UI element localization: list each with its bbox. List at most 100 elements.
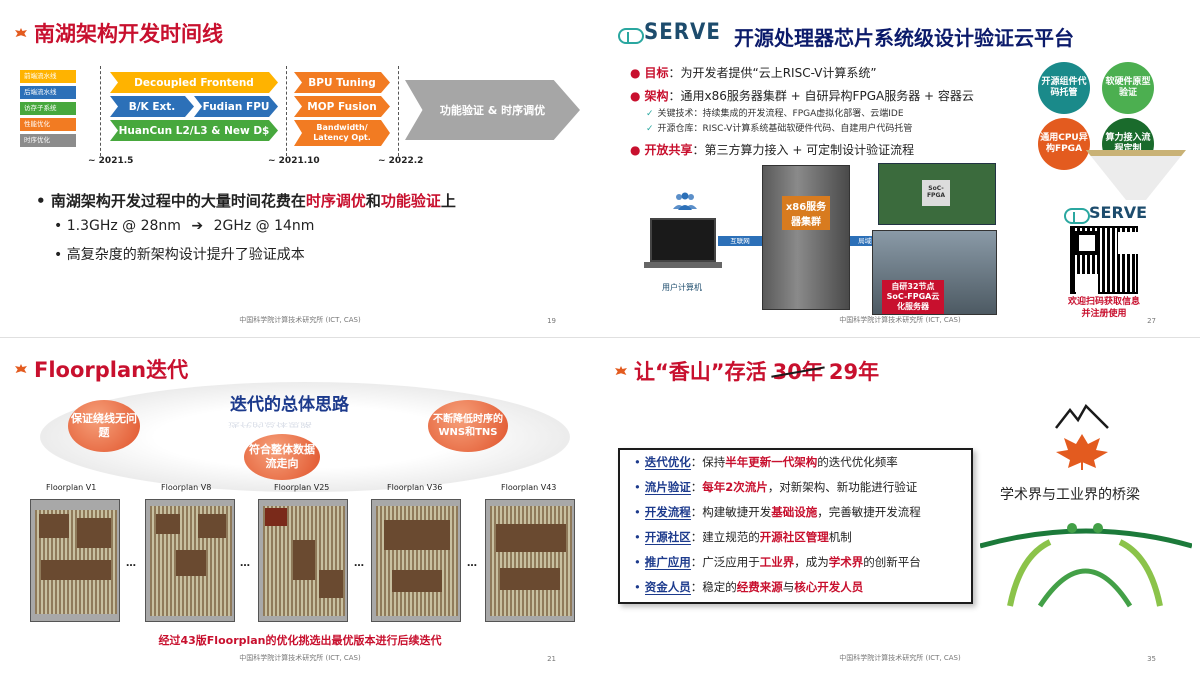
row-devflow-key: 开发流程 — [644, 505, 691, 520]
fpga-server-label: 自研32节点SoC-FPGA云化服务器 — [882, 280, 944, 314]
bullet-arch: ●架构：通用x86服务器集群 + 自研异构FPGA服务器 + 容器云 — [630, 89, 974, 103]
slide4-title: 让“香山”存活 30年 29年 — [614, 356, 879, 386]
legend-backend: 后端流水线 — [20, 86, 76, 99]
iteration-center-reflection: 迭代的总体思路 — [228, 420, 313, 428]
floorplan-caption: 经过43版Floorplan的优化挑选出最优版本进行后续迭代 — [158, 634, 442, 647]
slide4-title-pre: 让“香山”存活 — [634, 360, 767, 384]
slide2-title: 开源处理器芯片系统级设计验证云平台 — [734, 26, 1074, 50]
x86-rack-image — [762, 165, 850, 310]
bridge-caption: 学术界与工业界的桥梁 — [1000, 487, 1140, 503]
timeline-legend: 前端流水线 后端流水线 访存子系统 性能优化 时序优化 — [20, 70, 76, 147]
arrow-bk-ext: B/K Ext. — [110, 96, 194, 117]
fpga-board-image — [878, 163, 996, 225]
milestone-line-3 — [398, 66, 399, 156]
laptop-base — [644, 262, 722, 268]
row-tapeout-pre: ： — [690, 480, 703, 494]
circle-cpu-fpga: 通用CPU异构FPGA — [1038, 118, 1090, 170]
legend-performance: 性能优化 — [20, 118, 76, 131]
row-iteration: •迭代优化：保持半年更新一代架构的迭代优化频率 — [634, 455, 898, 470]
row-funding-hl: 经费来源 — [736, 580, 783, 594]
arch-key: 架构 — [644, 89, 669, 103]
circle-prototype: 软硬件原型验证 — [1102, 62, 1154, 114]
ellipsis-4: … — [467, 558, 477, 569]
fp-label-v1: Floorplan V1 — [46, 483, 97, 492]
slide4-title-struck: 30年 — [773, 356, 823, 386]
freq-right: 2GHz @ 14nm — [213, 218, 315, 234]
divider-vertical — [600, 0, 601, 675]
slide4-footer: 中国科学院计算技术研究所 (ICT, CAS) — [839, 654, 961, 662]
user-computer-label: 用户计算机 — [662, 283, 702, 292]
row-adoption-post2: 的创新平台 — [863, 555, 921, 569]
fp-label-v36: Floorplan V36 — [387, 483, 443, 492]
row-community: •开源社区：建立规范的开源社区管理机制 — [634, 530, 852, 545]
row-community-post: 机制 — [828, 530, 852, 544]
legend-frontend: 前端流水线 — [20, 70, 76, 83]
slide4-page-number: 35 — [1147, 655, 1156, 663]
row-iteration-key: 迭代优化 — [644, 455, 691, 470]
slide-timeline: 南湖架构开发时间线 前端流水线 后端流水线 访存子系统 性能优化 时序优化 De… — [0, 0, 600, 337]
laptop-icon — [650, 218, 716, 262]
milestone-line-1 — [100, 66, 101, 156]
cloud-icon-small — [1064, 204, 1090, 224]
arch-value: ：通用x86服务器集群 + 自研异构FPGA服务器 + 容器云 — [668, 89, 974, 103]
circle-code-hosting: 开源组件代码托管 — [1038, 62, 1090, 114]
row-devflow: •开发流程：构建敏捷开发基础设施，完善敏捷开发流程 — [634, 505, 921, 520]
row-community-hl: 开源社区管理 — [759, 530, 829, 544]
row-adoption-post: ，成为 — [794, 555, 829, 569]
floorplan-v25 — [258, 499, 348, 622]
bubble-dataflow: 符合整体数据流走向 — [244, 434, 320, 480]
bullet-share: ●开放共享：第三方算力接入 + 可定制设计验证流程 — [630, 143, 915, 157]
row-devflow-pre: ：构建敏捷开发 — [690, 505, 772, 519]
floorplan-v1 — [30, 499, 120, 622]
row-tapeout-key: 流片验证 — [644, 480, 691, 495]
qr-code[interactable] — [1070, 226, 1138, 294]
legend-timing: 时序优化 — [20, 134, 76, 147]
fp-label-v43: Floorplan V43 — [501, 483, 557, 492]
row-funding-hl2: 核心开发人员 — [794, 580, 864, 594]
floorplan-v36 — [371, 499, 461, 622]
row-tapeout-hl: 每年2次流片 — [702, 480, 768, 494]
bullet-main-k2: 功能验证 — [380, 192, 441, 210]
slide3-title: Floorplan迭代 — [14, 354, 188, 384]
funnel-graphic — [1086, 150, 1186, 200]
bullet-sub-cost: • 高复杂度的新架构设计提升了验证成本 — [54, 247, 305, 263]
bullet-main-k1: 时序调优 — [305, 192, 366, 210]
users-icon — [673, 192, 697, 210]
ellipsis-3: … — [354, 558, 364, 569]
arrow-bandwidth-line2: Latency Opt. — [313, 133, 371, 142]
sub-repo-text: 开源仓库：RISC-V计算系统基础软硬件代码、自建用户代码托管 — [657, 124, 913, 134]
slide1-page-number: 19 — [547, 317, 556, 325]
row-funding: •资金人员：稳定的经费来源与核心开发人员 — [634, 580, 864, 595]
ict-leaf-icon — [614, 364, 628, 378]
slide2-footer: 中国科学院计算技术研究所 (ICT, CAS) — [839, 316, 961, 324]
bullet-main-mid: 和 — [365, 192, 381, 210]
goal-key: 目标 — [644, 66, 669, 80]
row-iteration-pre: ：保持 — [690, 455, 726, 469]
row-adoption-hl2: 学术界 — [828, 555, 864, 569]
legend-memory: 访存子系统 — [20, 102, 76, 115]
iteration-center-title: 迭代的总体思路 — [230, 395, 349, 415]
row-community-key: 开源社区 — [644, 530, 691, 545]
row-community-pre: ：建立规范的 — [690, 530, 760, 544]
bullet-main-pre: 南湖架构开发过程中的大量时间花费在 — [50, 192, 306, 210]
slide4-title-post: 29年 — [828, 360, 880, 384]
serve-logo: SERVE — [618, 20, 721, 45]
lan-link: 局域网 — [850, 236, 886, 246]
arrow-bandwidth: Bandwidth/ Latency Opt. — [294, 120, 390, 146]
row-devflow-hl: 基础设施 — [771, 505, 818, 519]
row-funding-key: 资金人员 — [644, 580, 691, 595]
slide-serve: SERVE 开源处理器芯片系统级设计验证云平台 ●目标：为开发者提供“云上RIS… — [600, 0, 1200, 337]
slide-floorplan: Floorplan迭代 迭代的总体思路 迭代的总体思路 保证绕线无问题 符合整体… — [0, 338, 600, 675]
fp-label-v25: Floorplan V25 — [274, 483, 330, 492]
share-value: ：第三方算力接入 + 可定制设计验证流程 — [692, 143, 915, 157]
row-funding-pre: ：稳定的 — [690, 580, 737, 594]
bullet-sub-cost-text: 高复杂度的新架构设计提升了验证成本 — [66, 247, 305, 263]
arrow-decoupled-frontend: Decoupled Frontend — [110, 72, 278, 93]
ict-leaf-icon — [14, 362, 28, 376]
qr-caption-line1: 欢迎扫码获取信息 — [1067, 297, 1140, 307]
bullet-main-post: 上 — [440, 192, 456, 210]
slide3-footer: 中国科学院计算技术研究所 (ICT, CAS) — [239, 654, 361, 662]
row-tapeout-post: ，对新架构、新功能进行验证 — [767, 480, 918, 494]
serve-logo-small: SERVE — [1064, 203, 1147, 224]
arrow-mop-fusion: MOP Fusion — [294, 96, 390, 117]
